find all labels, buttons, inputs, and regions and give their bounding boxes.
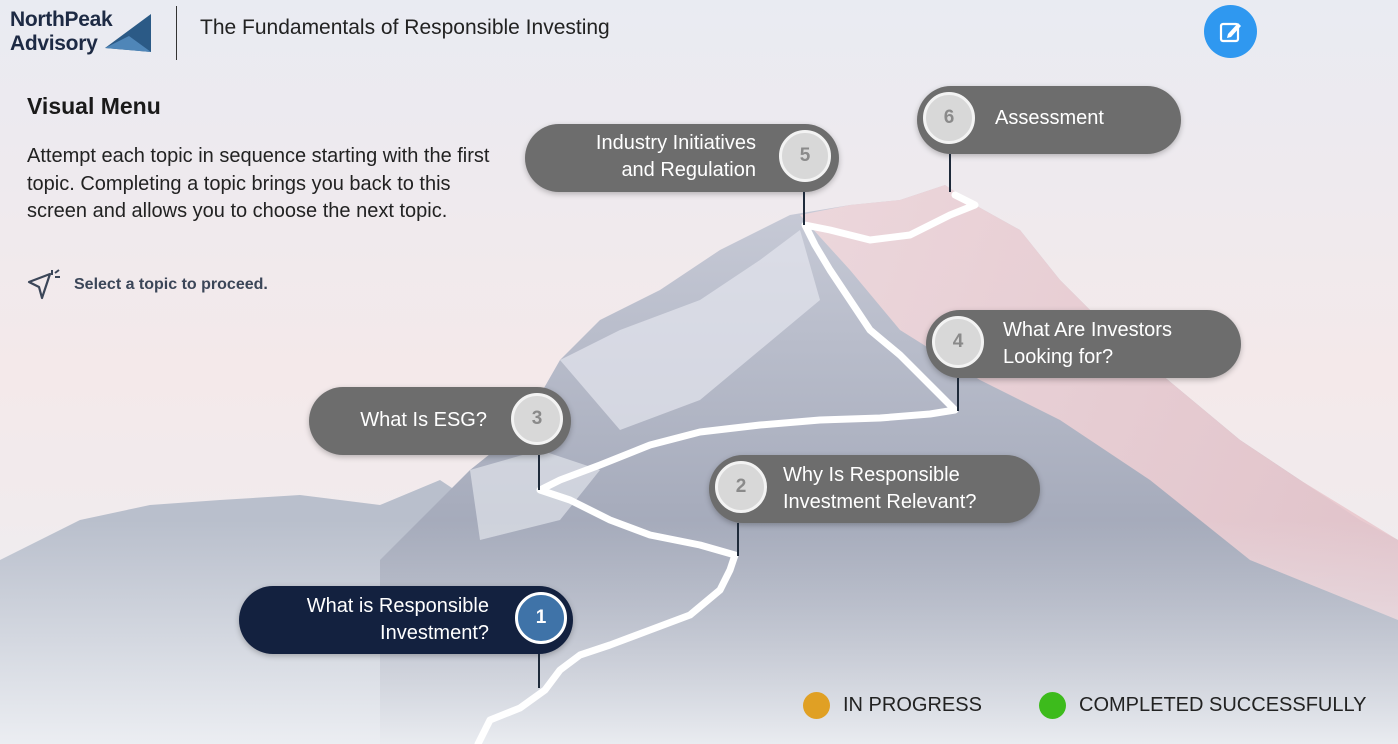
topic-2-label-line1: Why Is Responsible bbox=[783, 464, 960, 486]
topic-6-label-line1: Assessment bbox=[995, 107, 1104, 129]
proceed-hint: Select a topic to proceed. bbox=[26, 268, 268, 302]
topic-3-label-line1: What Is ESG? bbox=[360, 409, 487, 431]
topic-1-connector bbox=[538, 654, 540, 688]
topic-5-button[interactable]: Industry Initiatives and Regulation 5 bbox=[525, 124, 839, 192]
company-logo: NorthPeak Advisory bbox=[10, 8, 155, 58]
hint-text: Select a topic to proceed. bbox=[74, 276, 268, 293]
in-progress-label: IN PROGRESS bbox=[843, 694, 982, 716]
logo-line2: Advisory bbox=[10, 32, 98, 55]
topic-3-connector bbox=[538, 455, 540, 490]
topic-3-button[interactable]: What Is ESG? 3 bbox=[309, 387, 571, 455]
topic-2-connector bbox=[737, 523, 739, 556]
header-divider bbox=[176, 6, 177, 60]
topic-1-button[interactable]: What is Responsible Investment? 1 bbox=[239, 586, 573, 654]
topic-5-label-line1: Industry Initiatives bbox=[595, 132, 756, 154]
topic-1-label-line1: What is Responsible bbox=[306, 595, 489, 617]
notes-button[interactable] bbox=[1204, 5, 1257, 58]
completed-label: COMPLETED SUCCESSFULLY bbox=[1079, 694, 1367, 716]
topic-4-label-line2: Looking for? bbox=[1003, 346, 1114, 368]
topic-3-number: 3 bbox=[511, 393, 563, 445]
topic-6-connector bbox=[949, 154, 951, 192]
topic-1-label-line2: Investment? bbox=[380, 622, 489, 644]
topic-5-label-line2: and Regulation bbox=[621, 159, 756, 181]
topic-4-connector bbox=[957, 378, 959, 411]
topic-2-button[interactable]: 2 Why Is Responsible Investment Relevant… bbox=[709, 455, 1040, 523]
completed-dot bbox=[1039, 692, 1066, 719]
edit-note-icon bbox=[1219, 22, 1241, 42]
logo-line1: NorthPeak bbox=[10, 8, 113, 31]
legend-completed: COMPLETED SUCCESSFULLY bbox=[1039, 692, 1366, 719]
topic-1-number: 1 bbox=[515, 592, 567, 644]
topic-5-connector bbox=[803, 192, 805, 225]
menu-instructions: Attempt each topic in sequence starting … bbox=[27, 145, 490, 222]
topic-6-number: 6 bbox=[923, 92, 975, 144]
in-progress-dot bbox=[803, 692, 830, 719]
mountain-logo-icon bbox=[105, 14, 151, 52]
topic-4-number: 4 bbox=[932, 316, 984, 368]
topic-5-number: 5 bbox=[779, 130, 831, 182]
topic-6-button[interactable]: 6 Assessment bbox=[917, 86, 1181, 154]
topic-4-label-line1: What Are Investors bbox=[1003, 319, 1172, 341]
pointer-sparkle-icon bbox=[27, 269, 60, 300]
topic-2-label-line2: Investment Relevant? bbox=[783, 491, 977, 513]
legend-in-progress: IN PROGRESS bbox=[803, 692, 982, 719]
topic-2-number: 2 bbox=[715, 461, 767, 513]
topic-4-button[interactable]: 4 What Are Investors Looking for? bbox=[926, 310, 1241, 378]
page-title: Visual Menu bbox=[27, 93, 161, 119]
course-title: The Fundamentals of Responsible Investin… bbox=[200, 16, 610, 39]
